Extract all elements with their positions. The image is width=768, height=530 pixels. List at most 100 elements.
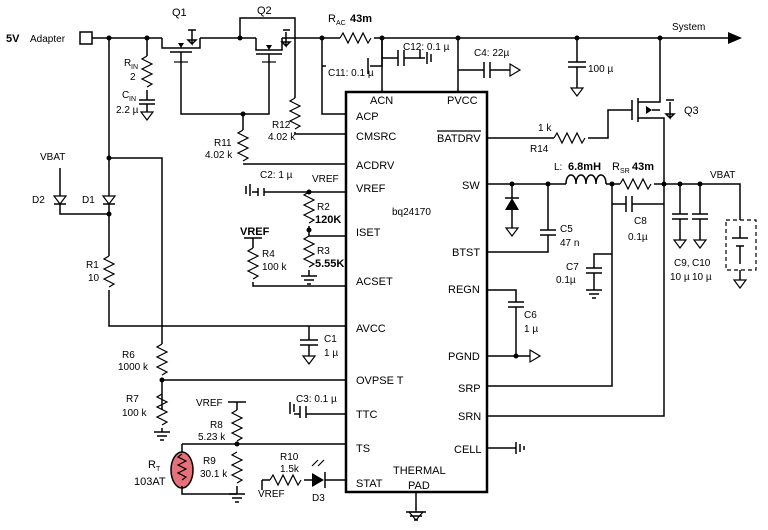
c10-name: C10 [692, 258, 711, 269]
inductor-name: L: [554, 162, 562, 173]
q1-label: Q1 [172, 7, 187, 19]
r6-name: R6 [122, 350, 135, 361]
rac-name: R [328, 13, 336, 25]
c5-name: C5 [560, 224, 573, 235]
pin-avcc: AVCC [356, 323, 386, 335]
vref-top-label: VREF [312, 174, 339, 185]
ic-part-number: bq24170 [392, 207, 431, 218]
pin-stat: STAT [356, 478, 383, 490]
c6-value: 1 µ [524, 324, 538, 335]
rac-value: 43m [350, 13, 372, 25]
r4-value: 100 k [262, 262, 287, 273]
pin-srp: SRP [458, 383, 481, 395]
r2-value: 120K [315, 214, 341, 226]
pin-acn: ACN [370, 95, 393, 107]
cin-name: C [122, 90, 129, 101]
adapter-voltage: 5V [6, 33, 20, 45]
q3-mosfet [631, 38, 676, 184]
pin-acp: ACP [356, 111, 379, 123]
r3-value: 5.55K [315, 258, 344, 270]
r8-value: 5.23 k [198, 432, 226, 443]
rt-name: R [148, 459, 156, 471]
c12-label: C12: 0.1 µ [403, 42, 450, 53]
r1-value: 10 [88, 273, 100, 284]
pin-iset: ISET [356, 227, 381, 239]
d2-label: D2 [32, 195, 45, 206]
pin-pvcc: PVCC [447, 95, 478, 107]
inductor-value: 6.8mH [568, 161, 601, 173]
rin-name: R [124, 58, 131, 69]
r12-value: 4.02 k [268, 132, 296, 143]
r4-rail: VREF [240, 226, 270, 238]
c7-value: 0.1µ [556, 275, 576, 286]
c9-value: 10 µ [670, 272, 690, 283]
c11-label: C11: 0.1 µ [328, 68, 374, 79]
pin-vref: VREF [356, 183, 386, 195]
rin-sub: IN [131, 64, 138, 71]
pin-sw: SW [462, 180, 480, 192]
r11-value: 4.02 k [205, 150, 233, 161]
r10-name: R10 [280, 452, 299, 463]
r7-name: R7 [126, 394, 139, 405]
q2-label: Q2 [257, 5, 272, 17]
pin-ovpset: OVPSE T [356, 375, 404, 387]
vbat-left-label: VBAT [40, 152, 65, 163]
c9-name: C9, [674, 258, 690, 269]
r12-name: R12 [272, 120, 291, 131]
system-arrow-icon [728, 32, 742, 44]
rt-sub: T [156, 466, 161, 473]
c1-name: C1 [324, 334, 337, 345]
r2-name: R2 [317, 202, 330, 213]
pin-btst: BTST [452, 247, 480, 259]
r9-value: 30.1 k [200, 469, 228, 480]
r7-value: 100 k [122, 408, 147, 419]
r11-name: R11 [214, 138, 232, 149]
cin-value: 2.2 µ [116, 105, 139, 116]
pin-acset: ACSET [356, 276, 393, 288]
r8-rail: VREF [196, 398, 223, 409]
c4-label: C4: 22µ [474, 48, 509, 59]
pin-regn: REGN [448, 284, 480, 296]
vbat-right-label: VBAT [710, 170, 735, 181]
battery-icon [732, 226, 748, 264]
q3-label: Q3 [684, 105, 699, 117]
r9-name: R9 [203, 456, 216, 467]
system-label: System [672, 22, 705, 33]
pin-cell: CELL [454, 444, 482, 456]
pad-label: PAD [408, 480, 430, 492]
cin-sub: IN [129, 96, 136, 103]
pin-pgnd: PGND [448, 351, 480, 363]
r8-name: R8 [210, 420, 223, 431]
r14-value: 1 k [538, 123, 552, 134]
c6-name: C6 [524, 310, 537, 321]
c8-value: 0.1µ [628, 232, 648, 243]
ic-body [344, 90, 489, 494]
r10-value: 1.5k [280, 464, 300, 475]
thermistor-rt [170, 451, 194, 489]
c7-name: C7 [566, 262, 579, 273]
pin-ts: TS [356, 443, 370, 455]
pin-ttc: TTC [356, 409, 377, 421]
thermal-label: THERMAL [393, 465, 446, 477]
pin-cmsrc: CMSRC [356, 131, 396, 143]
adapter-label: Adapter [30, 34, 66, 45]
pin-srn: SRN [458, 411, 481, 423]
pin-acdrv: ACDRV [356, 160, 395, 172]
rin-value: 2 [130, 72, 136, 83]
rsr-value: 43m [632, 161, 654, 173]
c8-name: C8 [634, 216, 647, 227]
r14-name: R14 [530, 144, 549, 155]
ic-ground-icon [406, 511, 426, 521]
r10-rail: VREF [258, 489, 285, 500]
battery-pack [725, 219, 757, 271]
c3-label: C3: 0.1 µ [296, 394, 337, 405]
r1-name: R1 [86, 260, 99, 271]
r6-value: 1000 k [118, 362, 149, 373]
adapter-connector [79, 31, 93, 45]
c5-value: 47 n [560, 238, 579, 249]
rac-sub: AC [336, 20, 346, 27]
q2-mosfet [239, 17, 296, 63]
r4-name: R4 [262, 249, 275, 260]
r3-name: R3 [317, 246, 330, 257]
rt-value: 103AT [134, 476, 166, 488]
